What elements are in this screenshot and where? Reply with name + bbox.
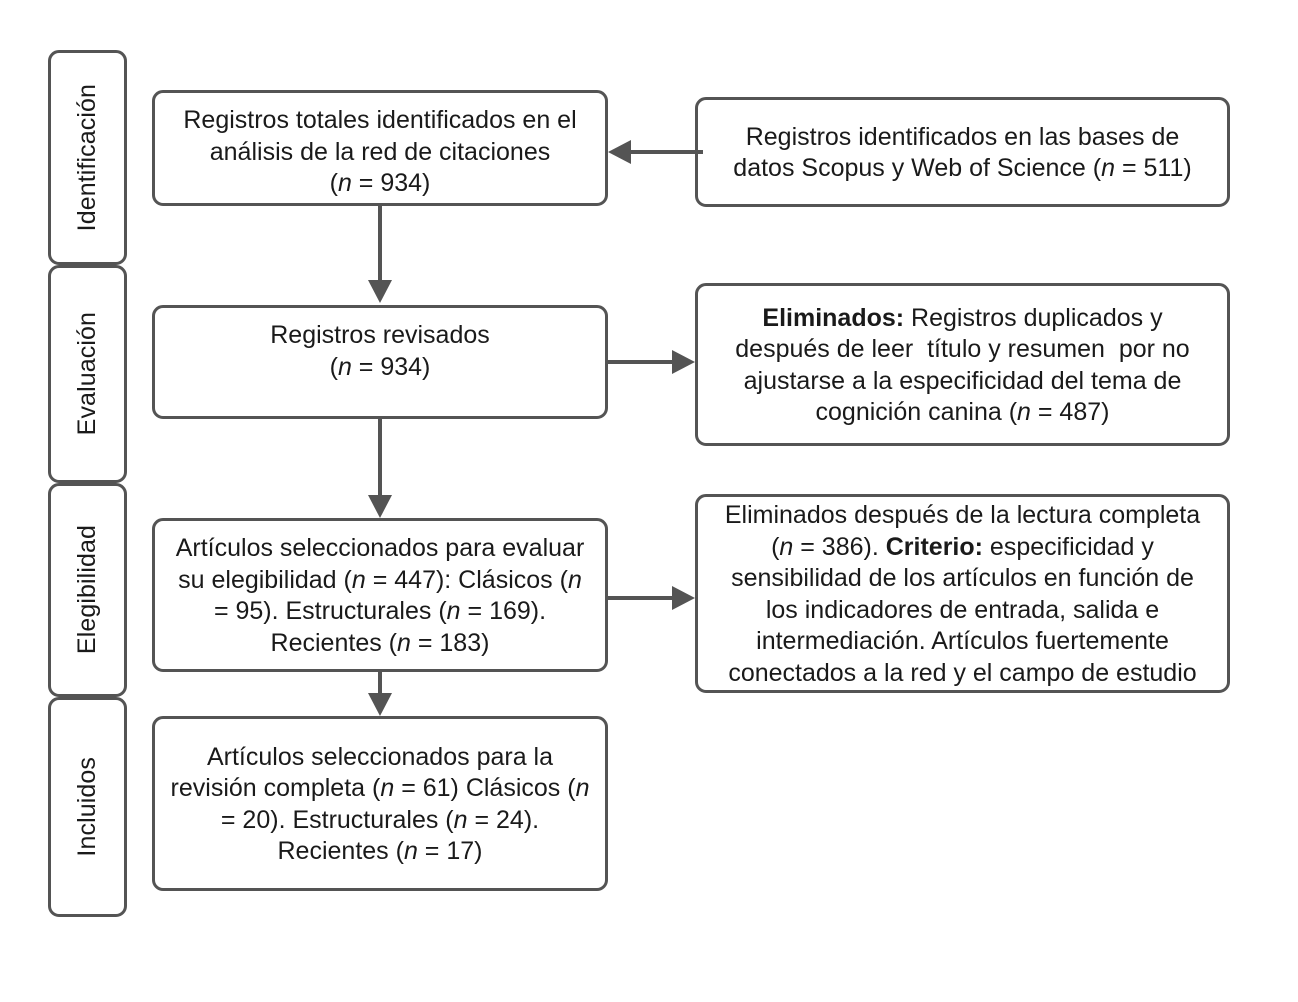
box-registros-revisados: Registros revisados (n = 934): [152, 305, 608, 419]
arrowhead-right-elegibilidad: [672, 586, 695, 610]
box-articulos-incluidos: Artículos seleccionados para la revisión…: [152, 716, 608, 891]
stage-label-evaluacion: Evaluación: [73, 312, 101, 436]
box-eliminados-cribado: Eliminados: Registros duplicados y despu…: [695, 283, 1230, 446]
box-eliminados-texto-completo: Eliminados después de la lectura complet…: [695, 494, 1230, 693]
connector-bases-datos-to-totales: [631, 150, 703, 154]
arrowhead-down-identificacion: [368, 280, 392, 303]
box-registros-bases-datos-text: Registros identificados en las bases de …: [733, 122, 1192, 183]
box-articulos-elegibilidad-text: Artículos seleccionados para evaluar su …: [175, 534, 592, 657]
arrowhead-right-evaluacion: [672, 350, 695, 374]
stage-box-incluidos: Incluidos: [48, 697, 127, 917]
box-eliminados-texto-completo-text: Eliminados después de la lectura complet…: [724, 501, 1208, 687]
stage-label-incluidos: Incluidos: [73, 757, 101, 857]
connector-elegibilidad-to-eliminados: [608, 596, 673, 600]
stage-box-evaluacion: Evaluación: [48, 265, 127, 483]
box-registros-bases-datos: Registros identificados en las bases de …: [695, 97, 1230, 207]
stage-label-identificacion: Identificación: [73, 83, 101, 232]
arrowhead-down-elegibilidad: [368, 693, 392, 716]
stage-box-identificacion: Identificación: [48, 50, 127, 265]
stage-label-elegibilidad: Elegibilidad: [73, 525, 101, 655]
arrowhead-down-evaluacion: [368, 495, 392, 518]
arrowhead-left-identificacion: [608, 140, 631, 164]
connector-elegibilidad-to-incluidos: [378, 672, 382, 693]
connector-revisados-to-elegibilidad: [378, 419, 382, 495]
box-articulos-elegibilidad: Artículos seleccionados para evaluar su …: [152, 518, 608, 672]
stage-box-elegibilidad: Elegibilidad: [48, 483, 127, 697]
box-registros-totales-identificados: Registros totales identificados en el an…: [152, 90, 608, 206]
box-registros-totales-text: Registros totales identificados en el an…: [183, 106, 577, 197]
connector-totales-to-revisados: [378, 206, 382, 280]
box-registros-revisados-text: Registros revisados (n = 934): [270, 321, 490, 381]
box-eliminados-cribado-text: Eliminados: Registros duplicados y despu…: [735, 303, 1197, 427]
box-articulos-incluidos-text: Artículos seleccionados para la revisión…: [170, 742, 597, 866]
connector-revisados-to-eliminados: [608, 360, 673, 364]
